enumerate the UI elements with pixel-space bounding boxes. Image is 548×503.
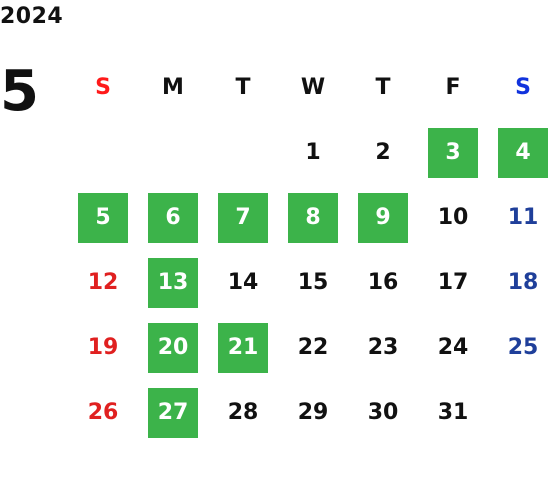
weekday-fri: F [445, 75, 461, 100]
day-cell [68, 120, 138, 185]
day-cell-highlighted[interactable]: 13 [138, 250, 208, 315]
day-cell[interactable]: 28 [227, 400, 259, 425]
day-cell[interactable]: 10 [437, 205, 469, 230]
day-cell[interactable]: 14 [227, 270, 259, 295]
day-cell[interactable]: 1 [305, 140, 321, 165]
day-cell-sunday[interactable]: 12 [87, 270, 119, 295]
month-number: 5 [0, 59, 39, 124]
year-label: 2024 [0, 4, 64, 29]
day-cell-highlighted[interactable]: 21 [208, 315, 278, 380]
day-cell-saturday[interactable]: 11 [507, 205, 539, 230]
day-cell[interactable]: 22 [297, 335, 329, 360]
day-cell [208, 120, 278, 185]
weekday-thu: T [375, 75, 391, 100]
day-cell-highlighted[interactable]: 9 [348, 185, 418, 250]
weekday-mon: M [162, 75, 184, 100]
day-cell-highlighted[interactable]: 7 [208, 185, 278, 250]
day-cell [138, 120, 208, 185]
day-cell-highlighted[interactable]: 4 [488, 120, 548, 185]
day-cell[interactable]: 31 [437, 400, 469, 425]
day-cell-highlighted[interactable]: 5 [68, 185, 138, 250]
day-cell[interactable]: 17 [437, 270, 469, 295]
day-cell-sunday[interactable]: 19 [87, 335, 119, 360]
day-cell[interactable]: 30 [367, 400, 399, 425]
day-cell [488, 380, 548, 445]
day-cell-highlighted[interactable]: 3 [418, 120, 488, 185]
day-cell[interactable]: 16 [367, 270, 399, 295]
day-cell-highlighted[interactable]: 20 [138, 315, 208, 380]
day-cell[interactable]: 23 [367, 335, 399, 360]
day-cell-highlighted[interactable]: 6 [138, 185, 208, 250]
weekday-sun: S [95, 75, 111, 100]
day-cell[interactable]: 15 [297, 270, 329, 295]
day-cell-saturday[interactable]: 18 [507, 270, 539, 295]
day-cell-sunday[interactable]: 26 [87, 400, 119, 425]
day-cell[interactable]: 2 [375, 140, 391, 165]
weekday-wed: W [300, 75, 326, 100]
day-cell-highlighted[interactable]: 8 [278, 185, 348, 250]
day-cell[interactable]: 29 [297, 400, 329, 425]
day-cell-saturday[interactable]: 25 [507, 335, 539, 360]
weekday-sat: S [515, 75, 531, 100]
calendar-grid: S M T W T F S 1 2 3 4 5 6 7 8 9 10 11 12… [68, 55, 548, 445]
day-cell[interactable]: 24 [437, 335, 469, 360]
day-cell-highlighted[interactable]: 27 [138, 380, 208, 445]
weekday-tue: T [235, 75, 251, 100]
